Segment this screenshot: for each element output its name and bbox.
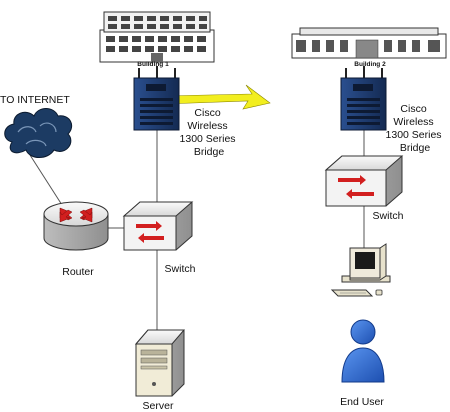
bridge-2-label-line: 1300 Series	[386, 129, 442, 141]
bridge-1-icon	[133, 66, 180, 131]
bridge-1-label: Cisco Wireless 1300 Series Bridge	[180, 107, 239, 158]
switch-2-label: Switch	[373, 210, 404, 222]
router-label: Router	[62, 266, 94, 278]
internet-label: TO INTERNET	[0, 94, 70, 106]
cloud-icon	[4, 108, 73, 158]
building-1-icon	[99, 11, 215, 63]
lightning-icon	[164, 84, 271, 110]
connection-lines	[29, 130, 365, 330]
router-icon	[43, 201, 109, 251]
bridge-1-label-line: Wireless	[187, 120, 227, 132]
bridge-1-label-line: Cisco	[194, 107, 220, 119]
bridge-2-icon	[340, 66, 387, 131]
bridge-2-label: Cisco Wireless 1300 Series Bridge	[386, 103, 445, 154]
bridge-2-label-line: Cisco	[400, 103, 426, 115]
user-icon	[341, 319, 385, 383]
switch-2-icon	[324, 155, 404, 207]
switch-1-icon	[122, 201, 194, 251]
bridge-2-label-line: Bridge	[400, 142, 431, 154]
server-label: Server	[143, 400, 174, 412]
building-2-icon	[291, 27, 447, 59]
building-2-label: Building 2	[354, 61, 386, 68]
link-cloud-router	[29, 154, 63, 206]
switch-1-label: Switch	[165, 263, 196, 275]
bridge-2-label-line: Wireless	[393, 116, 433, 128]
building-1-label: Building 1	[137, 61, 169, 68]
end-user-label: End User	[340, 396, 384, 408]
bridge-1-label-line: Bridge	[194, 146, 225, 158]
workstation-icon	[330, 243, 391, 297]
server-icon	[134, 329, 186, 397]
bridge-1-label-line: 1300 Series	[180, 133, 236, 145]
